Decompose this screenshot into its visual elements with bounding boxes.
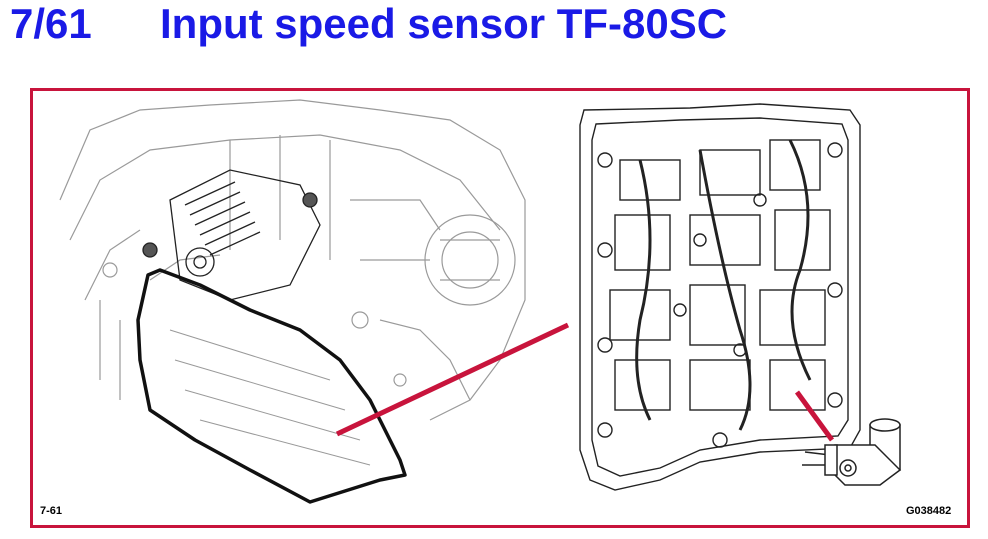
control-module [142, 169, 321, 301]
oil-pan-ribs [169, 329, 371, 466]
figure-frame [30, 88, 970, 528]
slide-title: Input speed sensor TF-80SC [160, 0, 728, 47]
oil-pan-outline [136, 268, 407, 504]
callout-line-valve-body [335, 322, 570, 437]
input-speed-sensor [802, 418, 902, 486]
image-code: G038482 [906, 505, 952, 517]
figure-label: 7-61 [40, 505, 63, 517]
transmission-drawing [59, 99, 526, 421]
callout-line-sensor [794, 390, 835, 442]
valve-body-drawing [579, 103, 861, 491]
slide-number: 7/61 [10, 0, 92, 47]
